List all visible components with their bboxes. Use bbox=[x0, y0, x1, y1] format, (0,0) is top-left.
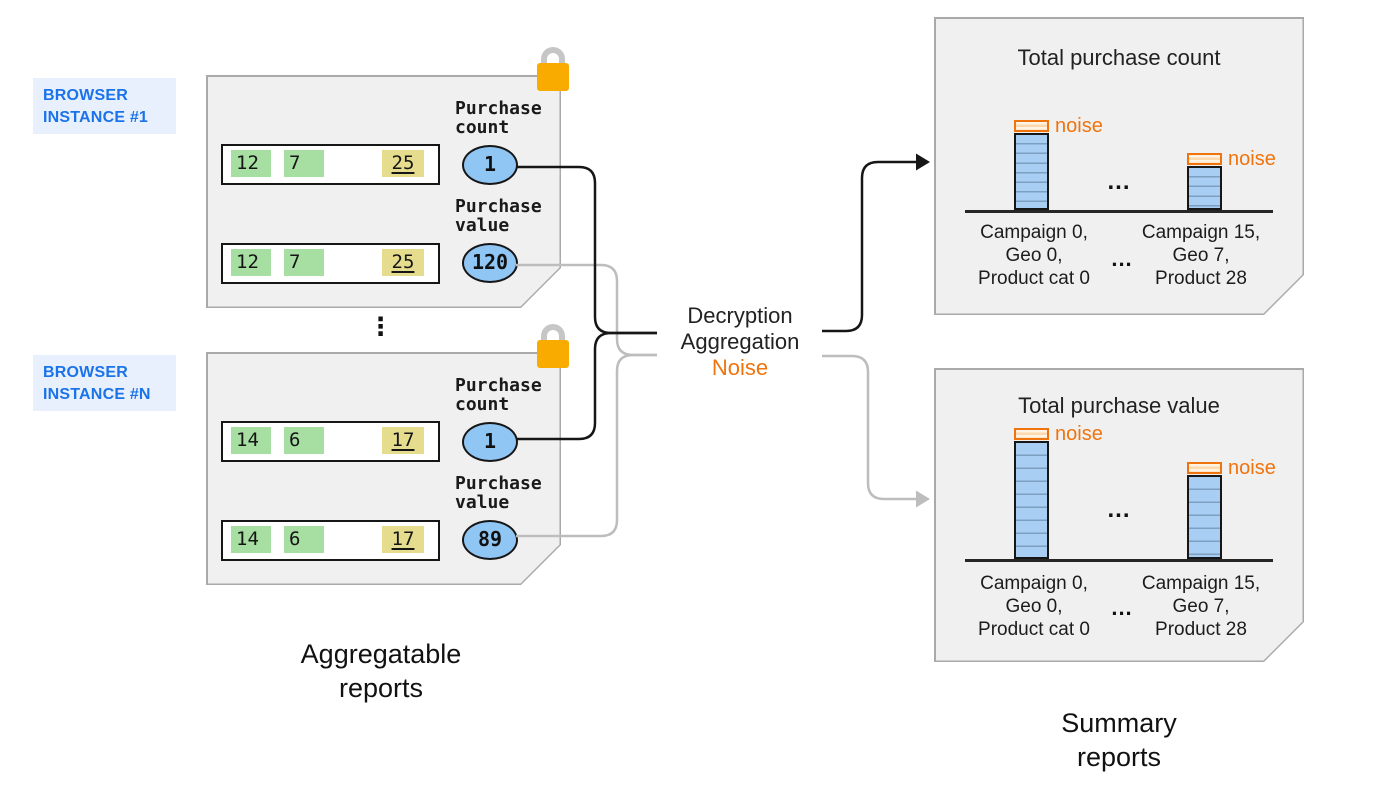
badge-line: BROWSER bbox=[43, 364, 128, 381]
purchase-count-label: Purchase count bbox=[455, 375, 542, 415]
purchase-value-value: 120 bbox=[462, 243, 518, 283]
aggregatable-report-card-1: 12 7 25 12 7 25 Purchase count 1 Purchas… bbox=[206, 47, 569, 308]
histogram-row: 14 6 17 bbox=[221, 421, 440, 462]
x-axis-label: Campaign 15, Geo 7, Product 28 bbox=[1141, 222, 1261, 289]
bar-segment bbox=[1014, 441, 1049, 559]
noise-segment bbox=[1187, 462, 1222, 474]
lock-shackle bbox=[541, 47, 565, 71]
bucket-chip: 14 bbox=[231, 526, 271, 553]
purchase-value-value: 89 bbox=[462, 520, 518, 560]
bucket-chip: 7 bbox=[284, 249, 324, 276]
bucket-chip: 7 bbox=[284, 150, 324, 177]
purchase-count-value: 1 bbox=[462, 145, 518, 185]
x-axis-label: Campaign 0, Geo 0, Product cat 0 bbox=[978, 573, 1090, 640]
noise-annotation: noise bbox=[1228, 457, 1276, 479]
bucket-chip-highlight: 25 bbox=[382, 249, 424, 276]
x-axis-label: Campaign 15, Geo 7, Product 28 bbox=[1141, 573, 1261, 640]
aggregatable-reports-caption: Aggregatable reports bbox=[300, 639, 462, 703]
lock-icon bbox=[536, 324, 570, 380]
connector-to-value-report bbox=[822, 354, 917, 501]
pipeline-step-noise: Noise bbox=[711, 355, 769, 380]
bucket-chip-highlight: 17 bbox=[382, 526, 424, 553]
connector-to-count-report bbox=[822, 160, 917, 333]
bar-campaign-15: noise bbox=[1187, 458, 1276, 559]
lock-body bbox=[537, 63, 569, 91]
bar-segment bbox=[1187, 166, 1222, 210]
bucket-chip: 12 bbox=[231, 150, 271, 177]
pipeline-step-decryption: Decryption bbox=[687, 303, 793, 328]
summary-card-purchase-count: Total purchase count noise ... noise Cam… bbox=[934, 17, 1304, 315]
bars-ellipsis: ... bbox=[1107, 168, 1131, 195]
purchase-value-label: Purchase value bbox=[455, 196, 542, 236]
lock-body bbox=[537, 340, 569, 368]
badge-line: INSTANCE #1 bbox=[43, 109, 149, 126]
purchase-count-value: 1 bbox=[462, 422, 518, 462]
histogram-row: 14 6 17 bbox=[221, 520, 440, 561]
histogram-row: 12 7 25 bbox=[221, 144, 440, 185]
bar-campaign-0: noise bbox=[1014, 424, 1103, 559]
bucket-chip: 6 bbox=[284, 427, 324, 454]
x-axis bbox=[965, 559, 1273, 562]
noise-annotation: noise bbox=[1055, 423, 1103, 445]
bar-campaign-15: noise bbox=[1187, 149, 1276, 210]
noise-segment bbox=[1014, 428, 1049, 440]
arrowhead-black-icon bbox=[916, 153, 930, 171]
badge-line: BROWSER bbox=[43, 87, 128, 104]
aggregatable-report-card-n: 14 6 17 14 6 17 Purchase count 1 Purchas… bbox=[206, 324, 569, 585]
browser-instance-n-badge: BROWSER INSTANCE #N bbox=[33, 355, 176, 411]
purchase-value-label: Purchase value bbox=[455, 473, 542, 513]
badge-line: INSTANCE #N bbox=[43, 386, 151, 403]
bars-ellipsis: ... bbox=[1107, 496, 1131, 523]
noise-segment bbox=[1187, 153, 1222, 165]
bar-campaign-0: noise bbox=[1014, 116, 1103, 210]
summary-card-purchase-value: Total purchase value noise ... noise Cam… bbox=[934, 368, 1304, 662]
purchase-count-label: Purchase count bbox=[455, 98, 542, 138]
bucket-chip-highlight: 25 bbox=[382, 150, 424, 177]
arrowhead-gray-icon bbox=[916, 490, 930, 508]
bucket-chip: 12 bbox=[231, 249, 271, 276]
x-axis bbox=[965, 210, 1273, 213]
noise-annotation: noise bbox=[1055, 115, 1103, 137]
bar-segment bbox=[1014, 133, 1049, 210]
pipeline-step-aggregation: Aggregation bbox=[680, 329, 800, 354]
bucket-chip: 14 bbox=[231, 427, 271, 454]
histogram-row: 12 7 25 bbox=[221, 243, 440, 284]
bucket-chip: 6 bbox=[284, 526, 324, 553]
bucket-chip-highlight: 17 bbox=[382, 427, 424, 454]
chart-title: Total purchase count bbox=[1017, 45, 1221, 70]
noise-segment bbox=[1014, 120, 1049, 132]
lock-icon bbox=[536, 47, 570, 103]
x-axis-label: Campaign 0, Geo 0, Product cat 0 bbox=[978, 222, 1090, 289]
bar-segment bbox=[1187, 475, 1222, 559]
chart-title: Total purchase value bbox=[1018, 393, 1220, 418]
summary-reports-caption: Summary reports bbox=[1061, 708, 1177, 772]
pipeline-steps: Decryption Aggregation Noise bbox=[650, 303, 830, 381]
more-reports-ellipsis: ⋮ bbox=[368, 312, 393, 341]
browser-instance-1-badge: BROWSER INSTANCE #1 bbox=[33, 78, 176, 134]
noise-annotation: noise bbox=[1228, 148, 1276, 170]
